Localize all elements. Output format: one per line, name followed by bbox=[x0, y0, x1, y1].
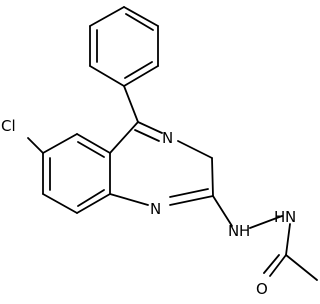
nh-b-nitrogen-label: N bbox=[285, 208, 296, 226]
bond bbox=[89, 65, 125, 87]
bond bbox=[77, 141, 105, 158]
bond bbox=[109, 193, 149, 206]
bond bbox=[211, 157, 214, 197]
bond bbox=[169, 188, 209, 198]
n1-atom-label: N bbox=[150, 200, 161, 218]
nh-group-a: N H bbox=[228, 222, 250, 240]
nh-group-b: H N bbox=[274, 208, 296, 226]
bond bbox=[169, 195, 214, 206]
phenyl-ring bbox=[89, 6, 159, 87]
bond bbox=[137, 121, 163, 134]
bond bbox=[42, 193, 78, 214]
chlorine-atom-label: Cl bbox=[1, 117, 16, 135]
bond bbox=[89, 6, 125, 27]
bond bbox=[134, 129, 160, 142]
bond bbox=[125, 13, 154, 31]
diazepine-ring bbox=[109, 121, 214, 206]
nh-b-hydrogen-label: H bbox=[274, 208, 285, 226]
benzo-ring bbox=[42, 121, 139, 214]
bond bbox=[42, 133, 78, 154]
bond bbox=[263, 254, 280, 274]
bond bbox=[123, 85, 139, 123]
bond bbox=[285, 223, 291, 256]
bond bbox=[249, 215, 283, 229]
bond bbox=[269, 254, 287, 277]
bond bbox=[76, 193, 111, 214]
bond bbox=[177, 140, 213, 159]
bond bbox=[123, 6, 159, 27]
bond bbox=[76, 133, 111, 154]
n4-atom-label: N bbox=[162, 129, 173, 147]
oxygen-atom-label: O bbox=[256, 280, 268, 298]
nh-a-hydrogen-label: H bbox=[239, 222, 250, 240]
nh-a-nitrogen-label: N bbox=[228, 222, 239, 240]
bond bbox=[285, 254, 318, 281]
bond bbox=[124, 61, 153, 79]
bond bbox=[212, 195, 233, 227]
bond bbox=[77, 189, 105, 207]
acetohydrazide-chain bbox=[212, 195, 318, 281]
bond bbox=[109, 121, 139, 154]
bond bbox=[27, 137, 44, 154]
bond bbox=[123, 65, 159, 87]
